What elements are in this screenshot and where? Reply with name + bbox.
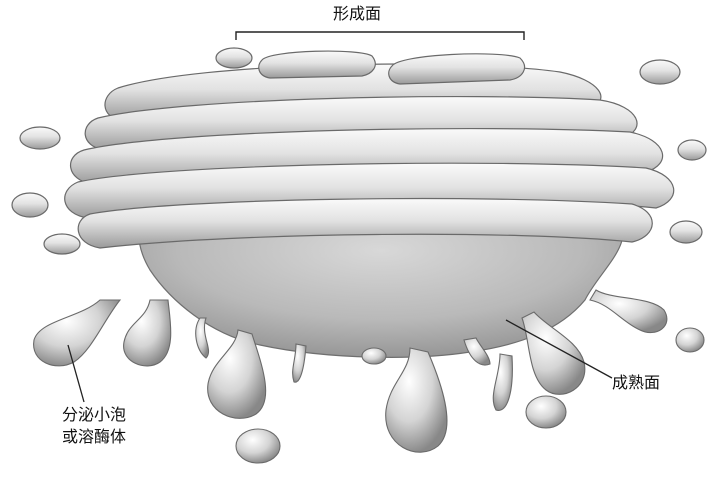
forming-face-label: 形成面 (333, 3, 381, 25)
forming-face-bracket (236, 32, 524, 40)
cisterna-stack (65, 64, 674, 248)
mature-face-label: 成熟面 (612, 372, 660, 394)
vesicle-label-line-1: 分泌小泡 (62, 404, 126, 426)
vesicle-lysosome-label: 分泌小泡 或溶酶体 (62, 404, 126, 448)
vesicle-label-line-2: 或溶酶体 (62, 426, 126, 448)
